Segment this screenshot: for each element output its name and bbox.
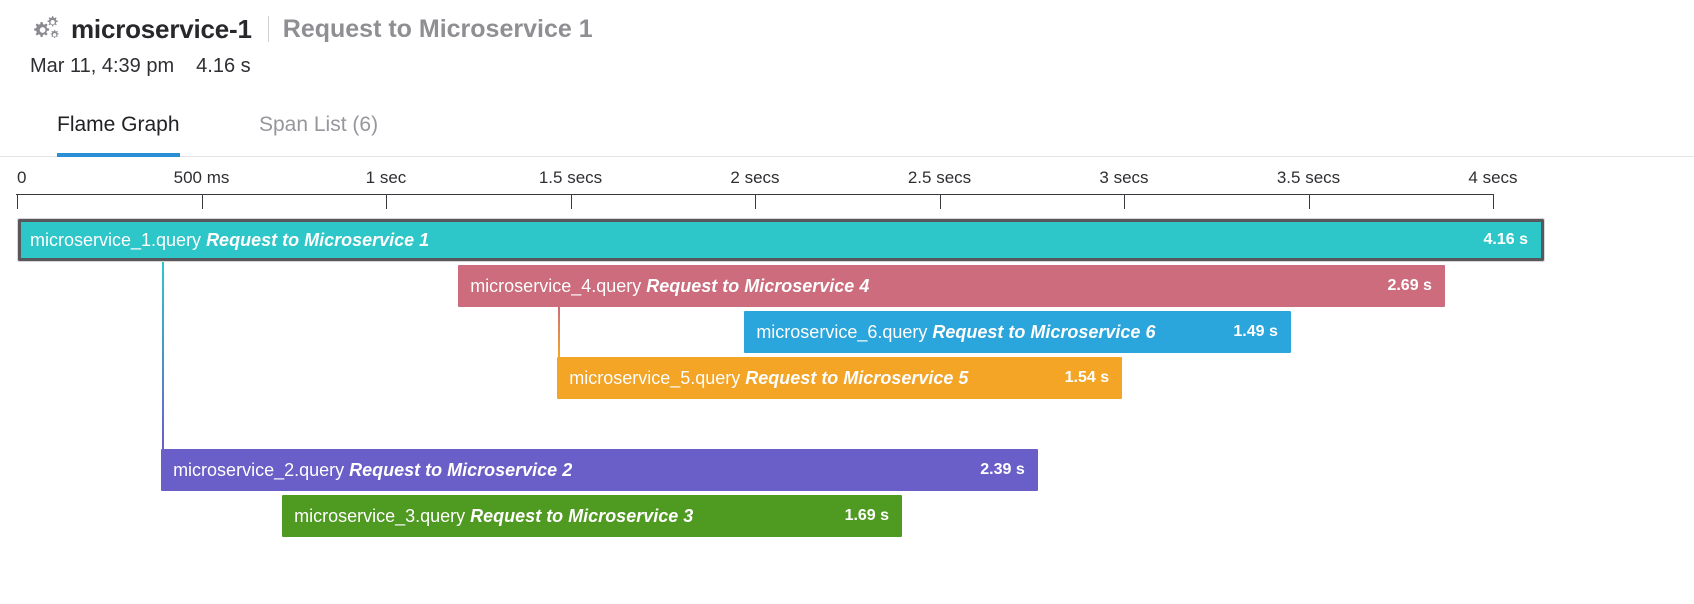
span-operation-name: Request to Microservice 3 bbox=[470, 505, 694, 526]
ruler-tick-label: 2.5 secs bbox=[907, 168, 972, 187]
span-duration: 4.16 s bbox=[1483, 231, 1528, 248]
operation-name: Request to Microservice 1 bbox=[282, 14, 593, 43]
ruler-tick-label: 3 secs bbox=[1099, 168, 1149, 187]
ruler-tick-mark bbox=[939, 194, 941, 209]
span-connector-line bbox=[558, 306, 561, 357]
ruler-tick-mark bbox=[17, 194, 18, 209]
span-operation-name: Request to Microservice 1 bbox=[206, 229, 430, 250]
ruler-tick-label: 0 bbox=[17, 168, 27, 187]
span-duration: 2.69 s bbox=[1387, 277, 1432, 294]
ruler-tick-mark bbox=[1124, 194, 1125, 209]
title-row: microservice-1 Request to Microservice 1 bbox=[30, 8, 593, 50]
span-service-name: microservice_4.query bbox=[470, 275, 642, 296]
ruler-tick-mark bbox=[570, 194, 572, 209]
ruler-tick-label: 500 ms bbox=[173, 168, 230, 187]
span-operation-name: Request to Microservice 4 bbox=[646, 275, 870, 296]
trace-header: microservice-1 Request to Microservice 1… bbox=[0, 0, 1694, 96]
span-duration: 2.39 s bbox=[980, 461, 1025, 478]
trace-duration: 4.16 s bbox=[196, 55, 251, 77]
trace-timestamp: Mar 11, 4:39 pm bbox=[30, 55, 175, 77]
tab-span-list[interactable]: Span List (6) bbox=[259, 113, 379, 136]
tab-bar: Flame Graph Span List (6) bbox=[0, 103, 1694, 157]
ruler-tick-label: 2 secs bbox=[730, 168, 780, 187]
span-duration: 1.54 s bbox=[1064, 369, 1110, 386]
span-service-name: microservice_5.query bbox=[569, 367, 741, 388]
ruler-tick-label: 1 sec bbox=[365, 168, 407, 187]
trace-meta-row: Mar 11, 4:39 pm 4.16 s bbox=[30, 55, 251, 78]
ruler-tick-mark bbox=[1308, 194, 1310, 209]
gears-icon bbox=[30, 15, 60, 43]
span-service-name: microservice_2.query bbox=[173, 459, 345, 480]
span-service-name: microservice_6.query bbox=[756, 321, 928, 342]
ruler-tick-label: 4 secs bbox=[1468, 168, 1518, 187]
timeline-ruler: 0 500 ms 1 sec 1.5 secs 2 secs 2.5 secs 3 secs… bbox=[0, 168, 1694, 214]
span-duration: 1.69 s bbox=[844, 507, 890, 524]
ruler-tick-mark bbox=[755, 194, 756, 209]
span-connector-line bbox=[162, 260, 165, 449]
ruler-tick-label: 3.5 secs bbox=[1276, 168, 1341, 187]
span-duration: 1.49 s bbox=[1233, 323, 1278, 340]
ruler-tick-mark bbox=[386, 194, 387, 209]
service-name: microservice-1 bbox=[71, 13, 252, 44]
span-service-name: microservice_3.query bbox=[294, 505, 466, 526]
ruler-tick-mark bbox=[1493, 194, 1494, 209]
span-operation-name: Request to Microservice 5 bbox=[745, 367, 969, 388]
tab-bar-divider bbox=[0, 156, 1694, 157]
span-service-name: microservice_1.query bbox=[30, 229, 202, 250]
title-separator bbox=[267, 16, 269, 42]
span-operation-name: Request to Microservice 6 bbox=[932, 321, 1156, 342]
ruler-tick-mark bbox=[201, 194, 203, 209]
ruler-tick-label: 1.5 secs bbox=[538, 168, 603, 187]
tab-flame-graph[interactable]: Flame Graph bbox=[57, 104, 180, 157]
span-operation-name: Request to Microservice 2 bbox=[349, 459, 573, 480]
